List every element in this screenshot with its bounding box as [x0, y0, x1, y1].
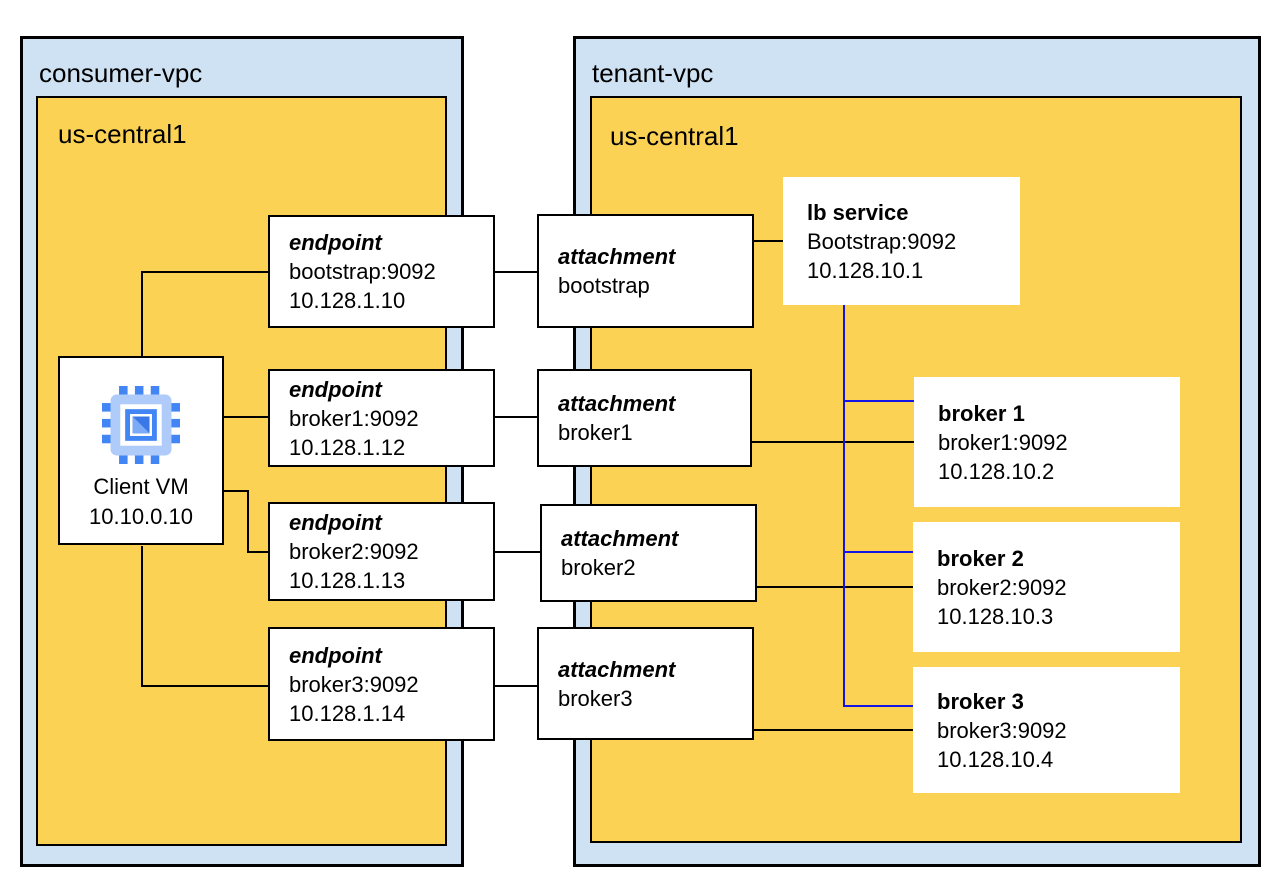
- lb-service-service: Bootstrap:9092: [807, 228, 957, 254]
- endpoint-broker2-node: endpoint broker2:9092 10.128.1.13: [268, 502, 495, 601]
- broker-title: broker 3: [937, 688, 1024, 714]
- lb-service-title: lb service: [807, 199, 909, 225]
- endpoint-broker1-node: endpoint broker1:9092 10.128.1.12: [268, 369, 495, 467]
- connector-vm-endpoint-broker1: [224, 416, 268, 418]
- connector-vm-endpoint-broker3-horizontal: [141, 685, 268, 687]
- attachment-name-text: broker1: [558, 420, 633, 445]
- connector-vm-endpoint-bootstrap-vertical: [141, 271, 143, 356]
- endpoint-service: broker3:9092: [289, 671, 419, 697]
- connector-attachment-broker3: [754, 729, 913, 731]
- lb-broker3-link: [843, 705, 913, 707]
- attachment-broker1-node: attachment broker1: [537, 369, 752, 467]
- attachment-name-text: broker2: [561, 555, 636, 580]
- broker-2-node: broker 2 broker2:9092 10.128.10.3: [913, 522, 1180, 652]
- connector-attachment-broker1: [752, 441, 914, 443]
- attachment-title: attachment: [558, 656, 676, 682]
- attachment-name-text: broker3: [558, 685, 633, 711]
- endpoint-ip: 10.128.1.13: [289, 568, 406, 593]
- endpoint-ip: 10.128.1.12: [289, 434, 406, 460]
- connector-vm-endpoint-broker2-seg2: [247, 490, 249, 553]
- attachment-title: attachment: [561, 526, 679, 551]
- connector-endpoint-attachment-broker1: [495, 416, 537, 418]
- attachment-broker2-node: attachment broker2: [540, 504, 757, 602]
- consumer-region-label: us-central1: [58, 119, 187, 149]
- connector-vm-endpoint-broker2-seg3: [247, 551, 268, 553]
- tenant-region-label: us-central1: [610, 121, 739, 151]
- cpu-chip-icon: [102, 386, 180, 464]
- broker-ip: 10.128.10.3: [937, 603, 1054, 629]
- client-vm-name: Client VM: [93, 474, 189, 499]
- consumer-vpc-label: consumer-vpc: [39, 58, 203, 88]
- endpoint-title: endpoint: [289, 376, 382, 402]
- attachment-title: attachment: [558, 244, 676, 269]
- broker-title: broker 2: [937, 545, 1024, 571]
- endpoint-ip: 10.128.1.14: [289, 700, 406, 726]
- lb-broker2-link: [843, 551, 913, 553]
- broker-service: broker1:9092: [938, 429, 1068, 455]
- endpoint-service: broker2:9092: [289, 539, 419, 564]
- connector-attachment-broker2: [757, 586, 913, 588]
- attachment-name-text: bootstrap: [558, 273, 650, 298]
- endpoint-broker3-node: endpoint broker3:9092 10.128.1.14: [268, 627, 495, 741]
- client-vm-ip: 10.10.0.10: [89, 504, 193, 529]
- broker-service: broker2:9092: [937, 574, 1067, 600]
- connector-endpoint-attachment-broker3: [495, 685, 537, 687]
- broker-ip: 10.128.10.4: [937, 746, 1054, 772]
- endpoint-bootstrap-node: endpoint bootstrap:9092 10.128.1.10: [268, 215, 495, 328]
- connector-attachment-lb-service: [754, 240, 783, 242]
- connector-vm-endpoint-broker2-seg1: [224, 490, 249, 492]
- endpoint-service: bootstrap:9092: [289, 259, 436, 284]
- lb-broker1-link: [843, 400, 914, 402]
- connector-endpoint-attachment-bootstrap: [495, 271, 537, 273]
- attachment-bootstrap-node: attachment bootstrap: [537, 214, 754, 328]
- broker-3-node: broker 3 broker3:9092 10.128.10.4: [913, 667, 1180, 793]
- lb-service-node: lb service Bootstrap:9092 10.128.10.1: [783, 177, 1020, 305]
- lb-broker-link-trunk: [843, 305, 845, 707]
- endpoint-service: broker1:9092: [289, 405, 419, 431]
- endpoint-title: endpoint: [289, 230, 382, 255]
- endpoint-title: endpoint: [289, 642, 382, 668]
- tenant-vpc-label: tenant-vpc: [592, 58, 714, 88]
- broker-1-node: broker 1 broker1:9092 10.128.10.2: [914, 377, 1180, 507]
- attachment-broker3-node: attachment broker3: [537, 627, 754, 740]
- endpoint-title: endpoint: [289, 510, 382, 535]
- client-vm-node: Client VM 10.10.0.10: [58, 356, 224, 545]
- connector-endpoint-attachment-broker2: [495, 551, 540, 553]
- broker-service: broker3:9092: [937, 717, 1067, 743]
- attachment-title: attachment: [558, 391, 676, 416]
- lb-service-ip: 10.128.10.1: [807, 257, 924, 283]
- endpoint-ip: 10.128.1.10: [289, 288, 406, 313]
- broker-title: broker 1: [938, 400, 1025, 426]
- broker-ip: 10.128.10.2: [938, 458, 1055, 484]
- connector-vm-endpoint-bootstrap-horizontal: [141, 271, 268, 273]
- connector-vm-endpoint-broker3-vertical: [141, 546, 143, 687]
